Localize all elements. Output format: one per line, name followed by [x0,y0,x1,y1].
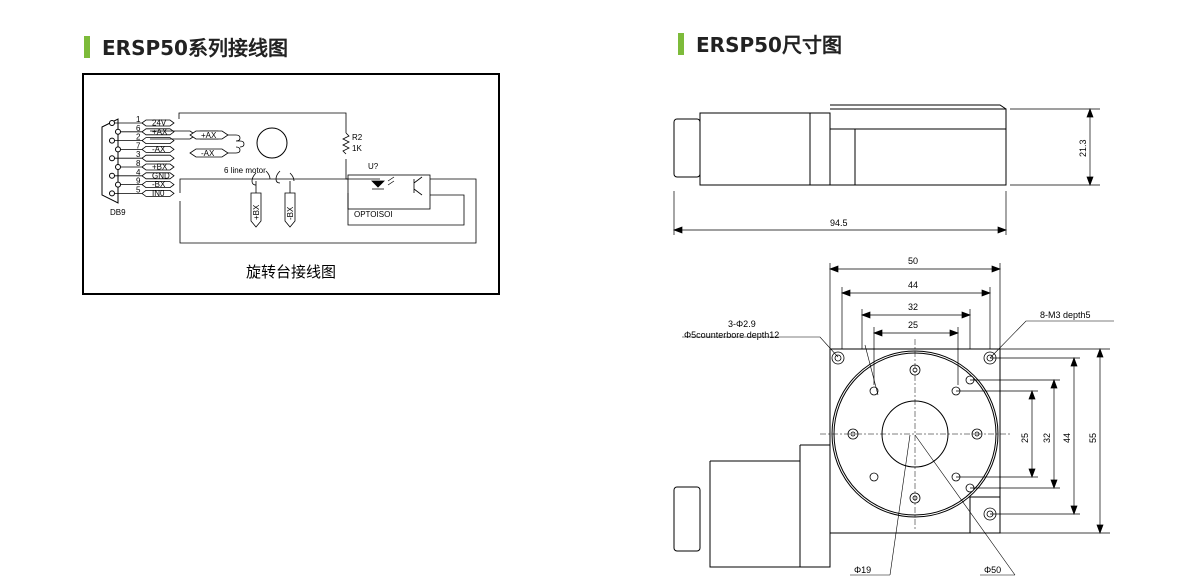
db9-pin [115,164,121,170]
db9-pin [115,181,121,188]
side-view [673,104,1007,186]
motor-port-tag [250,192,262,228]
accent-bar [678,32,684,55]
db9-pin [115,128,121,135]
db9-pin-wire [121,128,175,136]
accent-bar [84,35,90,58]
db9-pin-signal: IN0 [152,189,165,198]
db9-label: DB9 [110,208,126,217]
dim-length: 94.5 [830,218,848,228]
dim-height-25: 25 [1020,433,1030,443]
dim-width-50: 50 [908,256,918,266]
dimension-drawing: 94.5 21.3 50 44 32 25 [673,104,1114,576]
resistor-symbol [342,132,350,155]
db9-pin [115,146,121,153]
thread-note: 8-M3 depth5 [1040,310,1091,320]
db9-pin-number: 3 [136,150,141,159]
opto-ref: U? [368,162,379,171]
db9-pin-number: 7 [136,141,141,150]
db9-pin-wire [115,154,175,162]
db9-pin-signal: GND [152,171,170,180]
motor-port-tag [189,148,229,158]
motor-port-tag [284,192,296,228]
dimension-section-header: ERSP50尺寸图 [678,29,842,58]
motor-port-pa: +AX [201,131,217,140]
opto-label: OPTOISOI [354,210,393,219]
hole-note-2: Φ5counterbore depth12 [684,330,779,340]
db9-pin-wire [115,190,175,197]
db9-pin-wire [121,146,175,153]
db9-pin-signal: -AX [152,145,166,154]
db9-pin [109,172,115,179]
motor-symbol [256,127,288,159]
db9-pin-signal: 24V [152,119,167,128]
db9-pin-wire [121,163,175,171]
db9-pin-number: 9 [136,177,141,186]
dim-width-25: 25 [908,320,918,330]
coil-a-symbol [228,134,245,154]
db9-pin-wire [115,119,175,127]
db9-pin [109,120,115,126]
motor-port-pb: +BX [252,204,261,220]
motor-port-na: -AX [201,149,215,158]
motor-port-nb: -BX [286,206,295,220]
hole-note-1: 3-Φ2.9 [728,319,756,329]
db9-pin-signal: +AX [152,127,168,136]
dim-height-32: 32 [1042,433,1052,443]
dim-height-44: 44 [1062,433,1072,443]
db9-pin-number: 1 [136,115,141,124]
db9-pin-number: 8 [136,159,141,168]
motor-port-tag [189,130,229,140]
top-view [673,348,1001,568]
dim-width-44: 44 [908,280,918,290]
resistor-value: 1K [352,144,362,153]
db9-pin-number: 5 [136,185,141,194]
db9-pin [109,137,115,144]
motor-label: 6 line motor [224,166,266,175]
resistor-ref: R2 [352,133,363,142]
opto-box [347,174,431,210]
wiring-title: ERSP50系列接线图 [102,36,288,60]
db9-pin [109,155,115,162]
db9-pin-wire [115,137,175,144]
db9-pin [109,190,115,197]
db9-pin-number: 6 [136,124,141,133]
db9-pin-wire [121,181,175,188]
db9-pin-number: 2 [136,133,141,142]
dim-width-32: 32 [908,302,918,312]
db9-pin-signal: -BX [152,180,166,189]
db9-pin-signal: +BX [152,163,168,172]
dia-inner: Φ19 [854,565,871,575]
dimension-title: ERSP50尺寸图 [696,33,842,57]
dim-height-55: 55 [1088,433,1098,443]
dia-outer: Φ50 [984,565,1001,575]
wiring-section-header: ERSP50系列接线图 [84,32,288,61]
coil-b-symbol [251,170,295,186]
db9-pin-wire [115,172,175,180]
dim-height: 21.3 [1078,139,1088,157]
db9-pin-number: 4 [136,168,141,177]
wiring-caption: 旋转台接线图 [245,263,336,281]
